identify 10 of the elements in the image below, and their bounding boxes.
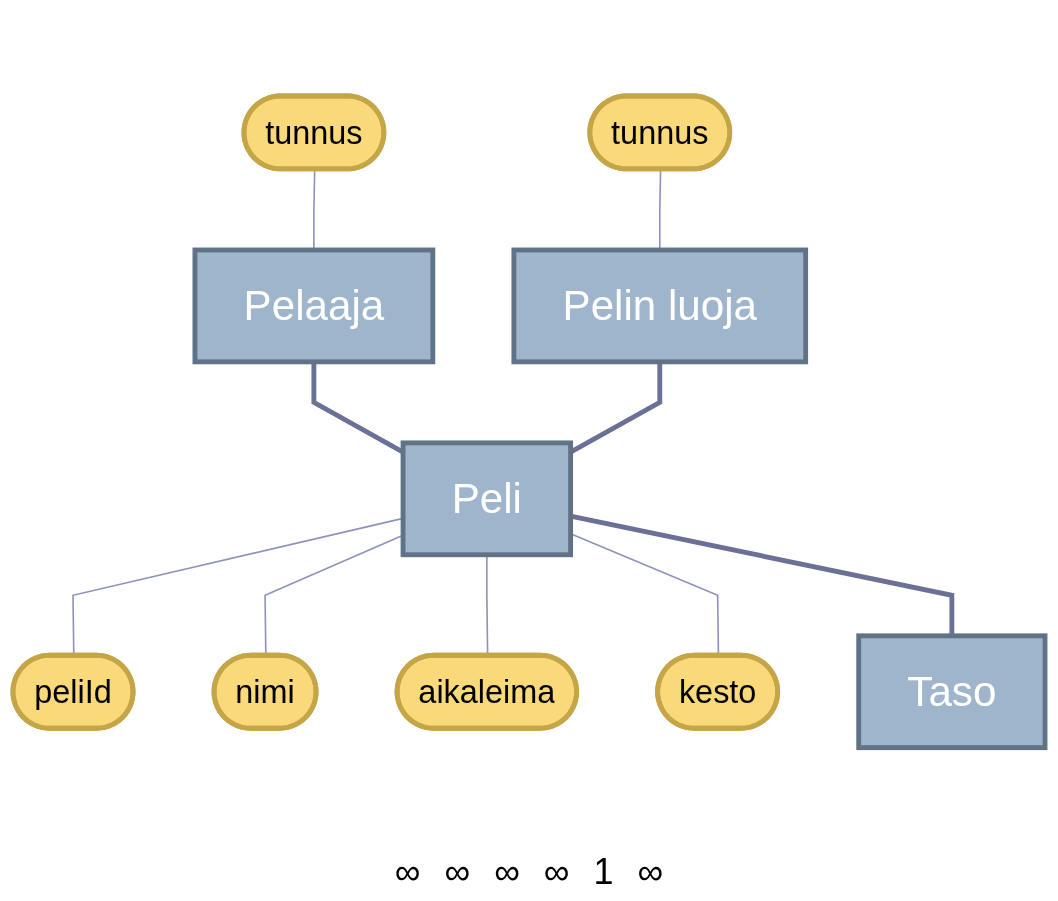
node-box: Peli <box>400 440 574 557</box>
cardinality-label: ∞ <box>394 851 421 893</box>
node-box: Pelin luoja <box>511 247 809 364</box>
cardinality-label: ∞ <box>444 851 471 893</box>
node-box: Pelaaja <box>192 247 436 364</box>
cardinality-label: ∞ <box>637 851 664 893</box>
cardinality-label: ∞ <box>494 851 520 893</box>
node-box: Taso <box>856 633 1048 750</box>
cardinality-label: 1 <box>593 851 614 893</box>
cardinality-label: ∞ <box>543 851 570 893</box>
